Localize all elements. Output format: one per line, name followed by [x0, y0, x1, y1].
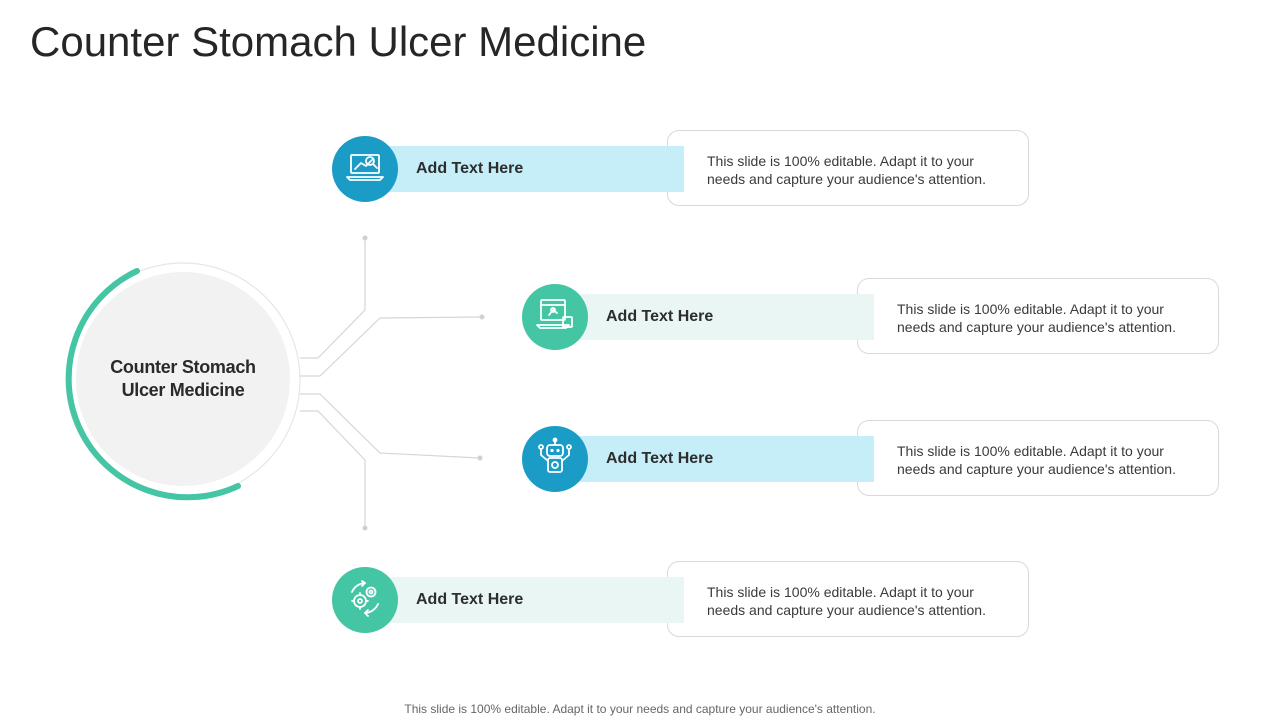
description-card: This slide is 100% editable. Adapt it to… [857, 420, 1219, 496]
page-title: Counter Stomach Ulcer Medicine [30, 18, 647, 65]
item-icon-circle [522, 284, 588, 350]
laptop-analytics-icon [345, 149, 385, 190]
item-description: This slide is 100% editable. Adapt it to… [707, 584, 986, 618]
item-description: This slide is 100% editable. Adapt it to… [897, 443, 1176, 477]
description-card: This slide is 100% editable. Adapt it to… [667, 130, 1029, 206]
item-description: This slide is 100% editable. Adapt it to… [707, 153, 986, 187]
item-label: Add Text Here [606, 308, 714, 325]
item-icon-circle [332, 136, 398, 202]
gears-cycle-icon [345, 578, 385, 623]
computer-robot-arm-icon [535, 297, 575, 338]
item-label: Add Text Here [606, 450, 714, 467]
item-label: Add Text Here [416, 591, 524, 608]
item-description: This slide is 100% editable. Adapt it to… [897, 301, 1176, 335]
item-label-band: Add Text Here [364, 577, 684, 623]
hub-circle: Counter Stomach Ulcer Medicine [76, 272, 290, 486]
item-icon-circle [332, 567, 398, 633]
item-label-band: Add Text Here [554, 294, 874, 340]
item-label-band: Add Text Here [554, 436, 874, 482]
item-label: Add Text Here [416, 160, 524, 177]
footer-note: This slide is 100% editable. Adapt it to… [404, 702, 876, 716]
description-card: This slide is 100% editable. Adapt it to… [667, 561, 1029, 637]
hub-label: Counter Stomach Ulcer Medicine [110, 357, 256, 400]
item-icon-circle [522, 426, 588, 492]
robot-icon [535, 437, 575, 482]
item-label-band: Add Text Here [364, 146, 684, 192]
description-card: This slide is 100% editable. Adapt it to… [857, 278, 1219, 354]
